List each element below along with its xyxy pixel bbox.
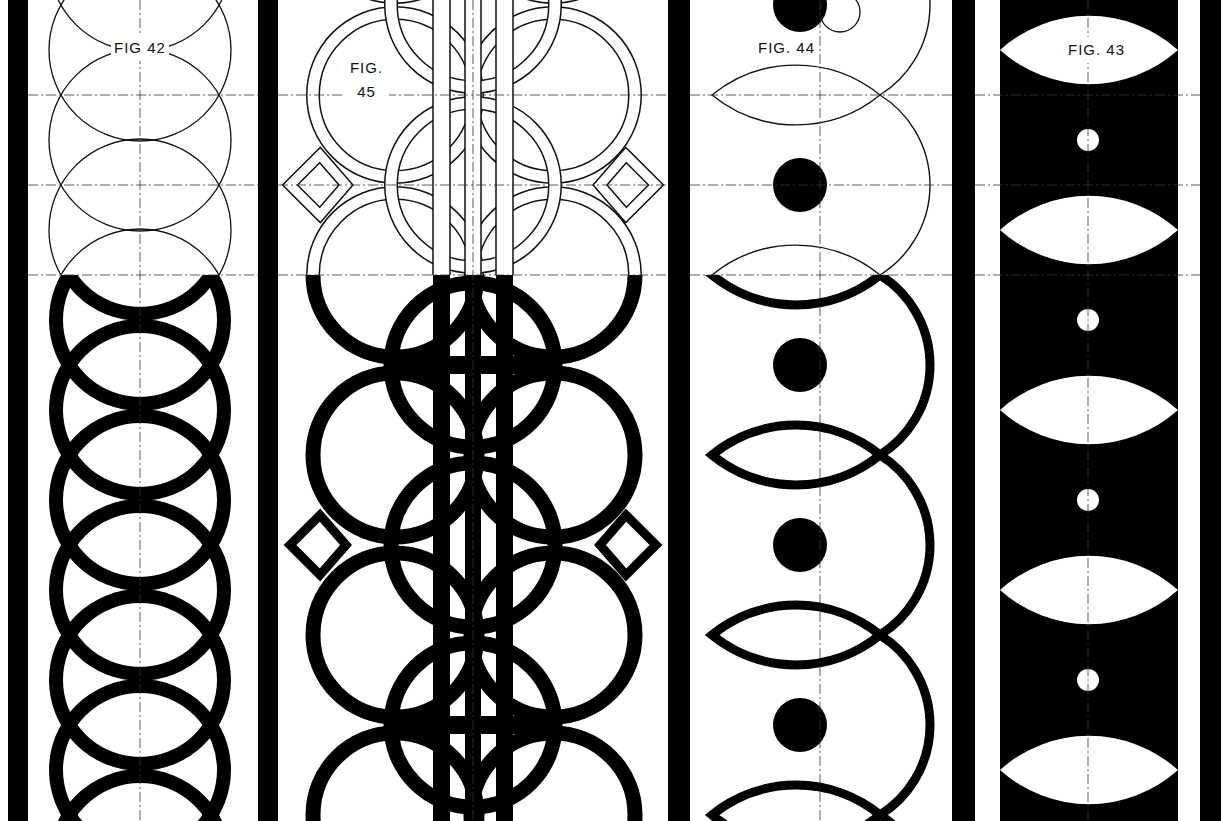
guide-line xyxy=(140,0,141,821)
arc-outline xyxy=(880,0,930,95)
outline-rings xyxy=(49,0,231,275)
guide-line xyxy=(820,0,821,821)
dot xyxy=(773,338,827,392)
divider-bar xyxy=(258,0,278,821)
guide-line xyxy=(975,185,1200,186)
arc xyxy=(880,635,930,815)
lens xyxy=(712,785,880,821)
figure-43 xyxy=(985,0,1194,821)
divider-bar xyxy=(668,0,690,821)
point xyxy=(290,515,346,575)
stripe-outline xyxy=(433,0,450,275)
white-lens xyxy=(1000,736,1178,804)
figure-label: FIG 42 xyxy=(111,35,169,61)
scallop xyxy=(985,370,1000,450)
guide-line xyxy=(28,185,258,186)
arc xyxy=(880,815,930,821)
guide-line xyxy=(975,275,1200,276)
white-lens xyxy=(1000,376,1178,444)
lens xyxy=(712,425,880,485)
scallop xyxy=(985,190,1000,270)
divider-bar xyxy=(1200,0,1221,821)
construction-lines xyxy=(28,0,1200,821)
scallop xyxy=(985,10,1000,90)
divider-bar xyxy=(8,0,28,821)
figure-label: FIG. 44 xyxy=(755,35,818,61)
figure-label: FIG. 43 xyxy=(1065,37,1128,63)
solid-lenses xyxy=(712,275,930,821)
lens-outline xyxy=(712,245,880,275)
scallop xyxy=(985,550,1000,630)
guide-line xyxy=(690,275,952,276)
dot xyxy=(773,518,827,572)
scallop xyxy=(985,730,1000,810)
point xyxy=(600,515,656,575)
lens xyxy=(712,275,880,305)
guide-line xyxy=(1088,0,1089,821)
scallop xyxy=(1178,10,1193,90)
figure-44 xyxy=(712,0,930,821)
scallop xyxy=(1178,730,1193,810)
cross-bar xyxy=(395,716,553,734)
guide-line xyxy=(690,95,952,96)
scallop xyxy=(1178,190,1193,270)
dividers xyxy=(8,0,1221,821)
dot xyxy=(773,0,827,32)
outline-lenses xyxy=(712,0,930,275)
figure-42 xyxy=(49,0,231,821)
white-lens xyxy=(1000,556,1178,624)
outline-rings xyxy=(290,0,656,275)
divider-bar xyxy=(952,0,975,821)
figure-label: FIG. 45 xyxy=(344,55,389,105)
stripe-outline xyxy=(496,0,513,275)
scallop xyxy=(1178,550,1193,630)
dot xyxy=(773,698,827,752)
guide-line xyxy=(690,185,952,186)
black-band xyxy=(1000,0,1178,821)
arc xyxy=(880,455,930,635)
figure-45 xyxy=(290,0,656,821)
guide-line xyxy=(28,275,258,276)
solid-rings xyxy=(290,275,656,821)
white-lens xyxy=(1000,16,1178,84)
arc-outline xyxy=(880,95,930,275)
guide-line xyxy=(28,95,258,96)
scallop xyxy=(1178,370,1193,450)
arc xyxy=(880,275,930,455)
lens xyxy=(712,605,880,665)
guide-line xyxy=(473,0,474,821)
small-circle xyxy=(820,0,860,32)
guide-line xyxy=(975,95,1200,96)
solid-rings xyxy=(56,275,224,821)
stripe-outline xyxy=(465,0,481,275)
white-lens xyxy=(1000,196,1178,264)
cross-bar xyxy=(395,356,553,374)
